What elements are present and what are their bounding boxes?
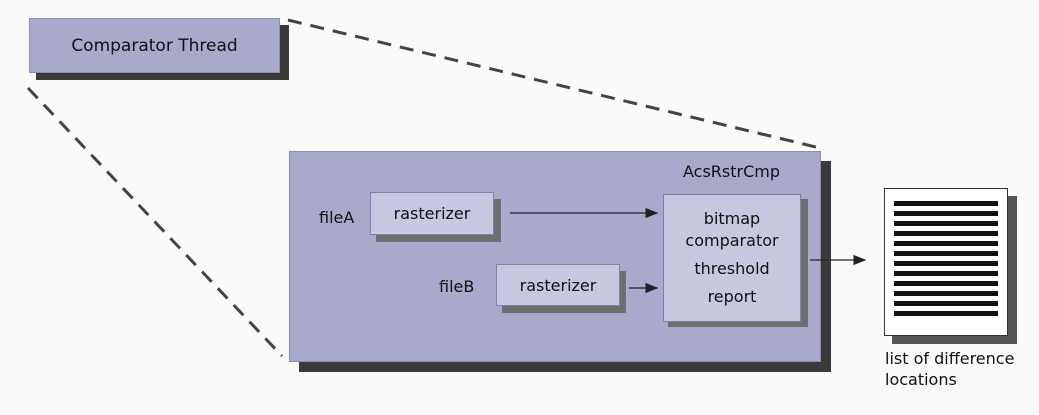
comparator-thread-title: Comparator Thread (71, 35, 238, 56)
output-caption-line-1: list of difference (885, 349, 1015, 368)
rasterizer-b-box: rasterizer (496, 264, 620, 306)
comparator-line-4: report (707, 287, 757, 306)
container-title: AcsRstrCmp (683, 162, 781, 181)
file-a-label: fileA (319, 208, 355, 227)
rasterizer-a-label: rasterizer (393, 204, 471, 223)
document-lines (894, 201, 998, 321)
document-line (894, 291, 998, 296)
document-line (894, 251, 998, 256)
document-line (894, 261, 998, 266)
document-line (894, 271, 998, 276)
document-line (894, 201, 998, 206)
rasterizer-b-label: rasterizer (519, 275, 597, 295)
document-line (894, 301, 998, 306)
document-line (894, 221, 998, 226)
comparator-line-2: comparator (685, 231, 779, 250)
comparator-thread-box: Comparator Thread (29, 18, 280, 73)
output-caption-line-2: locations (885, 370, 957, 389)
rasterizer-a-box: rasterizer (370, 192, 494, 235)
comparator-line-3: threshold (694, 259, 770, 278)
difference-list-document-icon (884, 188, 1008, 336)
document-line (894, 231, 998, 236)
file-b-label: fileB (439, 277, 475, 296)
document-line (894, 281, 998, 286)
document-line (894, 241, 998, 246)
document-line (894, 211, 998, 216)
document-line (894, 311, 998, 316)
comparator-line-1: bitmap (703, 209, 761, 228)
bitmap-comparator-box: bitmap comparator threshold report (663, 194, 801, 322)
